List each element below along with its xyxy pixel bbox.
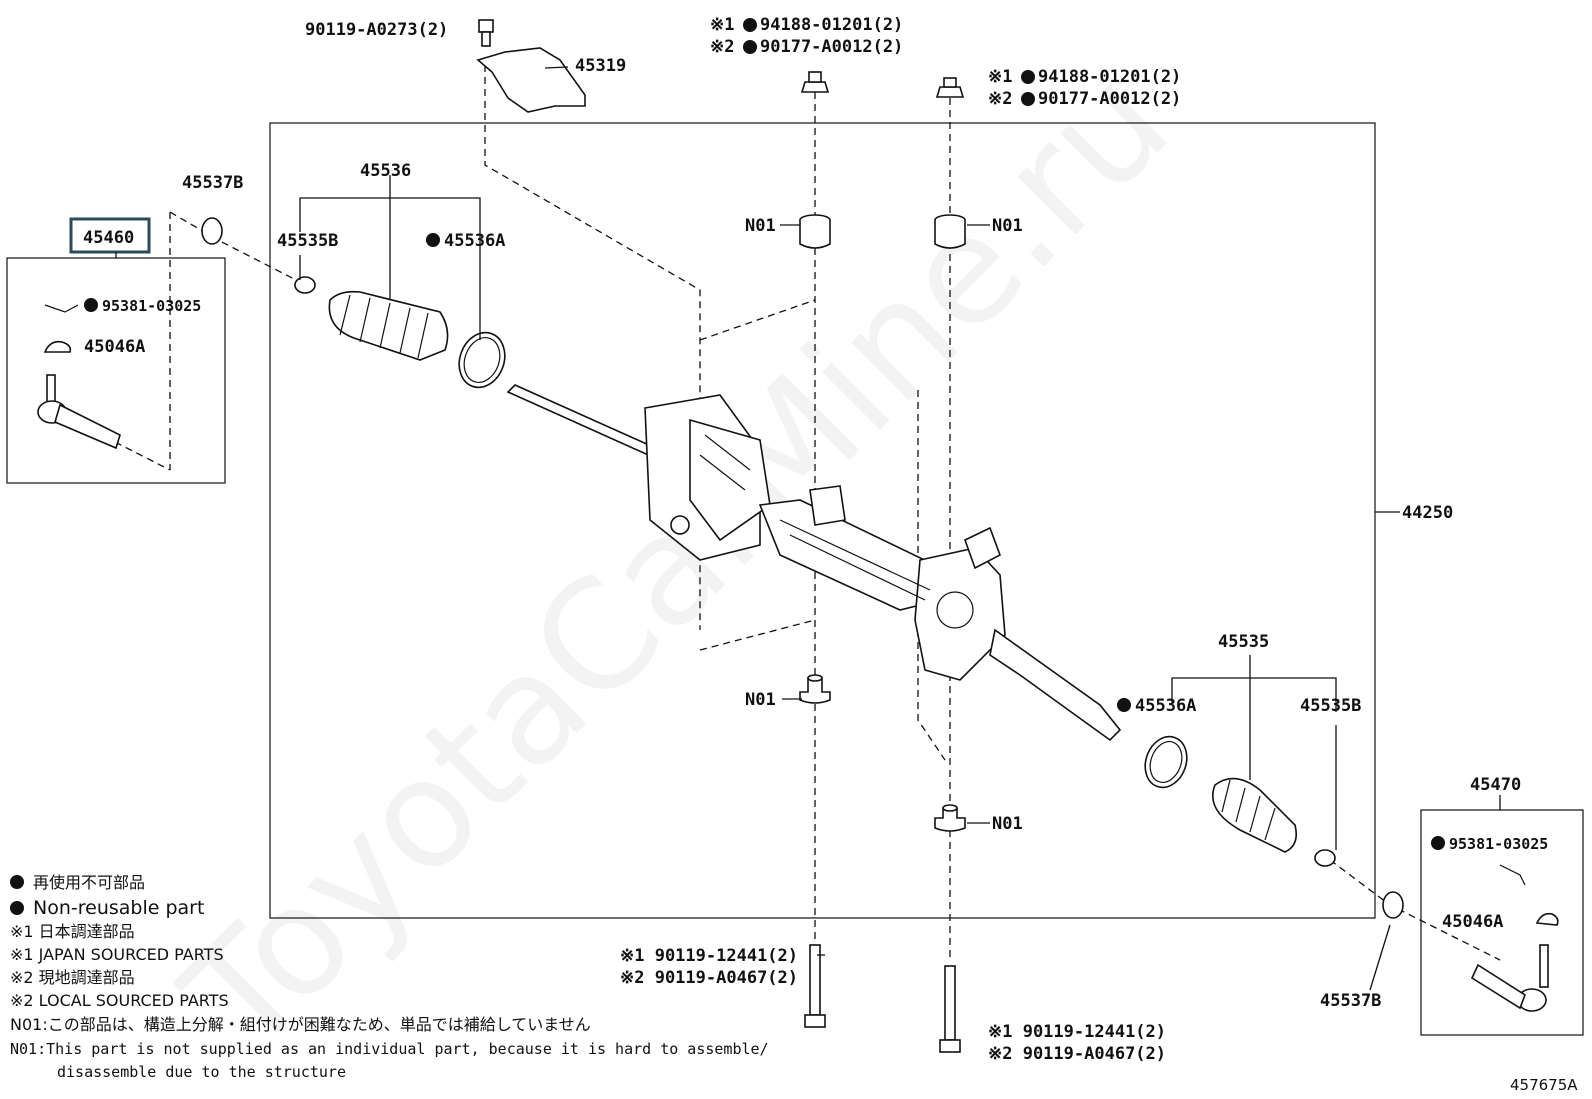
bushing-n01-c	[799, 674, 831, 704]
label-top-right-2-part: 90177-A0012(2)	[1038, 89, 1181, 109]
clip-left-45535b	[294, 276, 316, 294]
clip-right-45535b	[1314, 849, 1336, 867]
label-bolt-left-2: ※2 90119-A0467(2)	[620, 968, 798, 988]
watermark: ToyotaCarMine.ru	[152, 36, 1202, 1086]
bottom-bolt-left	[804, 944, 826, 1028]
nut-right-45537b	[1382, 891, 1404, 919]
label-n01-c: N01	[745, 690, 776, 710]
label-45470: 45470	[1470, 775, 1521, 795]
nut-top-right	[935, 86, 965, 98]
non-reusable-dot	[743, 18, 757, 32]
non-reusable-dot	[84, 298, 98, 312]
label-45537b-left: 45537B	[182, 173, 243, 193]
cotter-pin-right	[1499, 864, 1526, 886]
label-45535b-right: 45535B	[1300, 696, 1361, 716]
label-top-mid-1-mark: ※1	[710, 15, 734, 35]
label-n01-d: N01	[992, 814, 1023, 834]
right-tie-rod-box	[1420, 809, 1584, 1036]
assembly-frame	[269, 122, 1376, 919]
label-90119-a0273: 90119-A0273(2)	[305, 20, 448, 40]
label-45460: 45460	[83, 228, 134, 248]
label-top-mid-2-part: 90177-A0012(2)	[760, 37, 903, 57]
legend-dot	[10, 901, 24, 915]
label-95381-left: 95381-03025	[102, 297, 201, 315]
cotter-pin-left	[44, 304, 79, 313]
selected-part-highlight	[69, 217, 151, 254]
label-45535: 45535	[1218, 632, 1269, 652]
label-top-mid-2-mark: ※2	[710, 37, 734, 57]
label-45319: 45319	[575, 56, 626, 76]
label-top-mid-1-part: 94188-01201(2)	[760, 15, 903, 35]
non-reusable-dot	[1021, 92, 1035, 106]
label-44250: 44250	[1402, 503, 1453, 523]
legend-mark2-en: ※2 LOCAL SOURCED PARTS	[10, 991, 229, 1010]
legend-mark2-jp: ※2 現地調達部品	[10, 968, 135, 987]
boot-right-45535	[1212, 777, 1298, 853]
label-45536a-left: 45536A	[444, 231, 505, 251]
figure-id: 457675A	[1510, 1076, 1578, 1094]
non-reusable-dot	[1431, 836, 1445, 850]
non-reusable-dot	[426, 233, 440, 247]
legend-dot	[10, 875, 24, 889]
castle-nut-right	[1535, 912, 1559, 926]
bushing-n01-a	[799, 214, 831, 249]
legend-mark1-en: ※1 JAPAN SOURCED PARTS	[10, 945, 224, 964]
non-reusable-dot	[1021, 70, 1035, 84]
legend-n01-jp: N01:この部品は、構造上分解・組付けが困難なため、単品では補給していません	[10, 1015, 591, 1034]
rack-cover-45319	[476, 47, 586, 113]
bottom-bolt-right	[939, 965, 961, 1053]
legend-non-reusable-en: Non-reusable part	[33, 897, 204, 919]
clamp-right-45536a	[1144, 735, 1188, 789]
label-45537b-right: 45537B	[1320, 991, 1381, 1011]
steering-rack-44250	[506, 384, 1122, 742]
tie-rod-end-right	[1470, 864, 1559, 1012]
legend-non-reusable-jp: 再使用不可部品	[33, 873, 145, 892]
label-bolt-right-2: ※2 90119-A0467(2)	[988, 1044, 1166, 1064]
label-45536: 45536	[360, 161, 411, 181]
legend-n01-en-1: N01:This part is not supplied as an indi…	[10, 1040, 769, 1058]
label-45046a-right: 45046A	[1442, 912, 1503, 932]
non-reusable-dot	[1117, 698, 1131, 712]
tie-rod-end-left	[37, 304, 121, 450]
nut-top-left	[800, 81, 830, 93]
label-n01-b: N01	[992, 216, 1023, 236]
label-top-right-1-part: 94188-01201(2)	[1038, 67, 1181, 87]
label-top-right-1-mark: ※1	[988, 67, 1012, 87]
label-45535b-left: 45535B	[277, 231, 338, 251]
left-tie-rod-box	[6, 257, 226, 484]
cover-bolt	[478, 19, 494, 47]
bushing-n01-b	[934, 214, 966, 249]
castle-nut-left	[43, 340, 72, 353]
bushing-n01-d	[934, 804, 966, 832]
nut-left-45537b	[201, 217, 223, 245]
non-reusable-dot	[743, 40, 757, 54]
label-bolt-left-1: ※1 90119-12441(2)	[620, 946, 798, 966]
label-top-right-2-mark: ※2	[988, 89, 1012, 109]
legend-n01-en-2: disassemble due to the structure	[57, 1063, 346, 1081]
clamp-left-45536a	[458, 331, 506, 389]
label-n01-a: N01	[745, 216, 776, 236]
boot-left-45536	[328, 290, 449, 361]
label-45046a-left: 45046A	[84, 337, 145, 357]
label-45536a-right: 45536A	[1135, 696, 1196, 716]
label-95381-right: 95381-03025	[1449, 835, 1548, 853]
legend-mark1-jp: ※1 日本調達部品	[10, 922, 135, 941]
label-bolt-right-1: ※1 90119-12441(2)	[988, 1022, 1166, 1042]
